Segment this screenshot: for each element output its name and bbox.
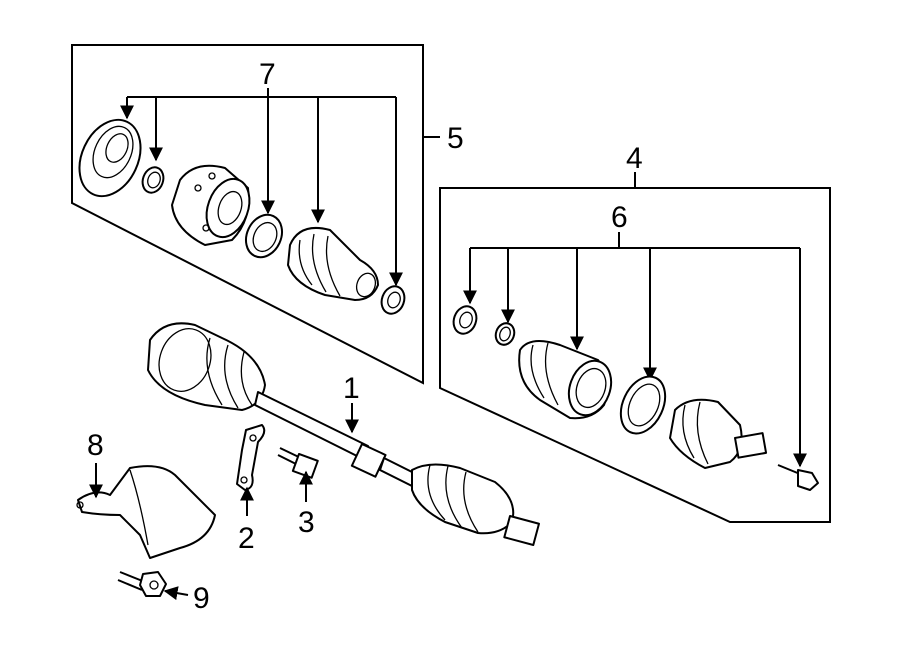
callout-1: 1 xyxy=(343,372,360,405)
inner-joint-bolt xyxy=(777,464,819,491)
callout-7-leaders xyxy=(120,88,403,287)
inner-cv-boot xyxy=(518,340,613,420)
outer-joint-kit-panel xyxy=(71,44,440,385)
callout-9: 9 xyxy=(193,582,210,615)
heat-shield xyxy=(76,465,216,559)
bracket xyxy=(236,424,266,491)
callout-6: 6 xyxy=(611,201,628,234)
callout-5: 5 xyxy=(447,122,464,155)
callout-3: 3 xyxy=(298,506,315,539)
half-shaft-assembly xyxy=(147,322,540,547)
inner-joint-kit-panel xyxy=(439,172,831,523)
inner-snap-ring xyxy=(494,322,516,346)
outer-cv-joint-housing xyxy=(171,164,251,246)
outer-boot-clamp-large xyxy=(245,213,283,259)
outer-cv-boot xyxy=(287,226,379,301)
callout-9-leader xyxy=(163,586,189,601)
outer-dust-shield xyxy=(78,118,142,198)
callout-2: 2 xyxy=(238,522,255,555)
callout-6-leaders xyxy=(463,232,807,468)
bolt xyxy=(277,447,319,479)
outer-boot-clamp-small xyxy=(380,285,406,315)
inner-boot-clamp-small xyxy=(452,305,478,335)
callout-4: 4 xyxy=(626,142,643,175)
shield-bolt xyxy=(117,571,167,597)
callout-8: 8 xyxy=(87,429,104,462)
outer-snap-ring xyxy=(141,166,165,194)
inner-boot-clamp-large xyxy=(619,375,667,435)
callout-7: 7 xyxy=(259,58,276,91)
inner-cv-joint xyxy=(669,398,768,469)
